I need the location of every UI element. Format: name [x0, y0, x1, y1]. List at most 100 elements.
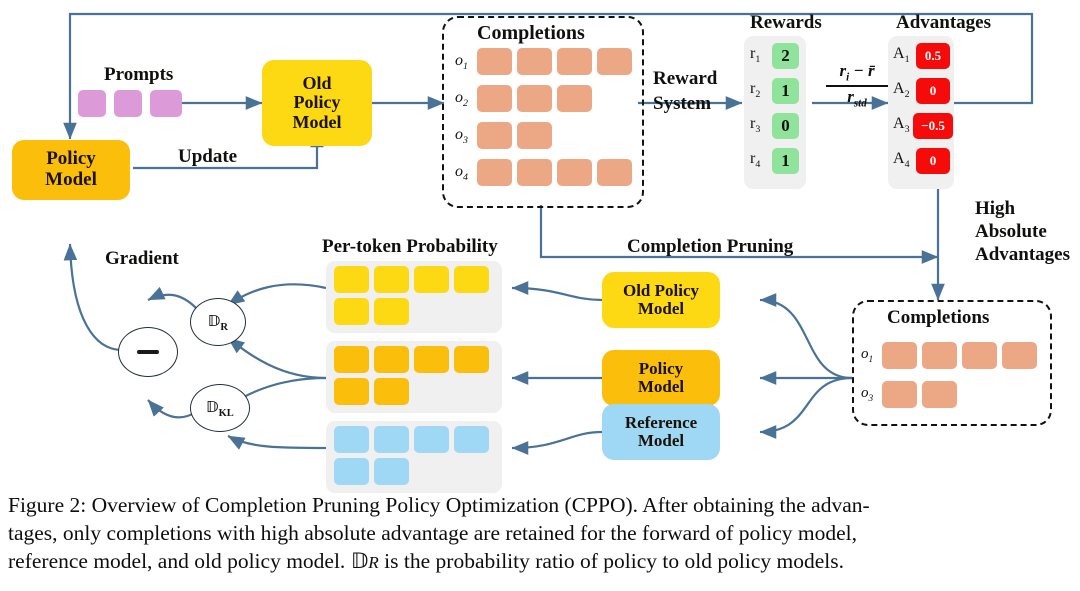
advantage-value-4: 0: [916, 148, 950, 174]
pruned-completion-row-label-1: o1: [861, 346, 874, 365]
prompt-chip-1: [78, 90, 106, 117]
probability-chip: [414, 346, 449, 373]
reward-label-2: r2: [750, 80, 761, 101]
wire-dr-to-minus: [147, 286, 197, 309]
probability-chip: [334, 458, 369, 485]
pruned-completion-chip: [882, 381, 917, 408]
reward-label-1: r1: [750, 45, 761, 66]
wire-old-policy-to-token-grid: [511, 281, 603, 302]
completion-chip: [557, 159, 592, 186]
completion-chip: [517, 159, 552, 186]
completion-chip: [557, 48, 592, 75]
d-kl-node: 𝔻KL: [190, 384, 250, 432]
formula-numerator: ri − r̄: [839, 61, 875, 84]
old-policy-model-top-line-3: Model: [292, 111, 342, 132]
advantage-value-3: −0.5: [913, 113, 953, 139]
high-absolute-advantages-line-2: Absolute: [975, 221, 1047, 242]
prompt-chip-3: [150, 90, 182, 117]
pruned-completion-row-label-2: o3: [861, 385, 874, 404]
old-policy-model-top-line-2: Policy: [293, 92, 341, 113]
policy-model-bottom-line-2: Model: [637, 377, 685, 396]
d-r-label: 𝔻R: [207, 311, 229, 333]
caption-line-3: reference model, and old policy model. 𝔻…: [8, 548, 844, 574]
pruned-completion-chip: [882, 342, 917, 369]
reference-model-box[interactable]: Reference Model: [602, 404, 720, 460]
high-absolute-advantages-line-1: High: [975, 198, 1016, 219]
pruned-completion-chip: [1002, 342, 1037, 369]
policy-model-line-2: Model: [45, 169, 97, 190]
reward-value-3: 0: [772, 113, 799, 139]
completion-row-label-2: o2: [455, 89, 468, 110]
probability-chip: [334, 378, 369, 405]
reward-value-4: 1: [772, 148, 799, 174]
probability-chip: [374, 266, 409, 293]
formula-denominator: rstd: [847, 87, 867, 110]
wire-reference-to-token-grid: [511, 430, 603, 455]
minus-icon: [137, 350, 159, 354]
figure-caption: Figure 2: Overview of Completion Pruning…: [8, 492, 1074, 576]
policy-model-bottom-line-1: Policy: [638, 358, 684, 378]
probability-chip: [454, 346, 489, 373]
pruned-completion-chip: [922, 381, 957, 408]
old-policy-model-box-top[interactable]: Old Policy Model: [262, 60, 372, 146]
completion-chip: [477, 85, 512, 112]
completion-chip: [517, 85, 552, 112]
cppo-overview-diagram: Policy Model Prompts Old Policy Model Up…: [12, 12, 1071, 493]
policy-model-box-bottom[interactable]: Policy Model: [602, 350, 720, 406]
completion-row-label-4: o4: [455, 163, 468, 184]
probability-chip: [374, 458, 409, 485]
rewards-title: Rewards: [750, 12, 822, 33]
probability-chip: [374, 346, 409, 373]
wire-pruned-to-reference: [759, 376, 853, 439]
old-policy-model-bottom-line-1: Old Policy: [622, 280, 700, 300]
prompt-chip-2: [114, 90, 142, 117]
update-label: Update: [178, 146, 238, 167]
probability-chip: [334, 298, 369, 325]
old-policy-model-box-bottom[interactable]: Old Policy Model: [602, 272, 720, 328]
caption-line-2: tages, only completions with high absolu…: [8, 520, 857, 545]
advantage-value-1: 0.5: [916, 43, 950, 69]
d-r-node: 𝔻R: [190, 298, 246, 346]
high-absolute-advantages-line-3: Advantages: [975, 244, 1071, 265]
advantage-label-4: A4: [893, 150, 910, 171]
reward-label-3: r3: [750, 115, 761, 136]
wire-grid3-to-dkl: [227, 435, 327, 450]
completion-row-label-3: o3: [455, 126, 468, 147]
advantage-formula: ri − r̄ rstd: [826, 62, 888, 110]
pruned-completions-title: Completions: [887, 307, 990, 328]
reward-label-4: r4: [750, 150, 761, 171]
completion-pruning-label: Completion Pruning: [627, 236, 794, 257]
wire-grid2-to-dr: [227, 337, 327, 380]
completion-chip: [597, 159, 632, 186]
wire-pruned-to-old-policy-bottom: [759, 293, 853, 380]
completion-chip: [517, 122, 552, 149]
completion-chip: [597, 48, 632, 75]
completion-chip: [477, 48, 512, 75]
subtract-node: [118, 327, 178, 377]
probability-chip: [454, 426, 489, 453]
advantage-value-2: 0: [916, 78, 950, 104]
advantage-label-1: A1: [893, 45, 910, 66]
formula-bar: [826, 84, 888, 88]
policy-model-box[interactable]: Policy Model: [12, 140, 130, 200]
per-token-probability-label: Per-token Probability: [322, 236, 498, 257]
probability-chip: [374, 298, 409, 325]
reward-value-2: 1: [772, 78, 799, 104]
pruned-completion-chip: [922, 342, 957, 369]
probability-chip: [414, 426, 449, 453]
wire-grid1-to-dr: [227, 283, 327, 306]
probability-chip: [374, 378, 409, 405]
completions-title: Completions: [477, 22, 585, 44]
completion-row-label-1: o1: [455, 52, 468, 73]
reward-system-label-line-1: Reward: [653, 68, 718, 89]
d-kl-label: 𝔻KL: [206, 397, 234, 419]
probability-chip: [414, 266, 449, 293]
old-policy-model-bottom-line-2: Model: [637, 299, 685, 318]
wire-dkl-to-minus: [147, 399, 197, 419]
advantage-label-2: A2: [893, 80, 910, 101]
pruned-completions-group-box: [852, 300, 1052, 426]
probability-chip: [334, 266, 369, 293]
completions-group-box: [442, 16, 644, 208]
probability-chip: [374, 426, 409, 453]
completion-chip: [557, 85, 592, 112]
